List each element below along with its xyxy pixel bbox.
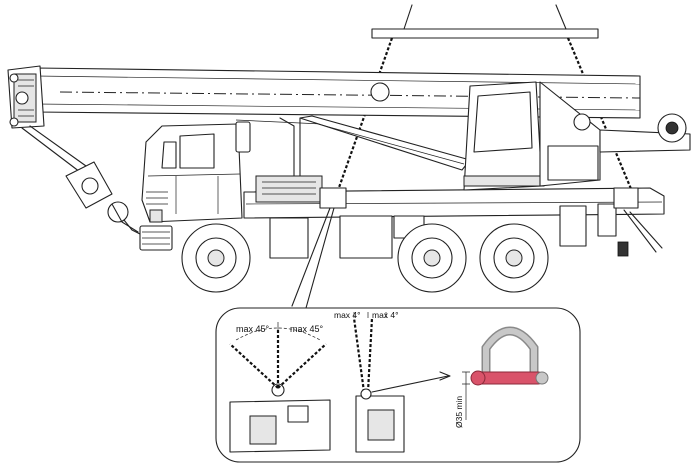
rear-wheel-2: [479, 223, 549, 293]
truck-cab: [139, 121, 251, 251]
side-view-attachment: [352, 312, 451, 453]
truck-chassis: [243, 175, 665, 259]
detail-inset: [215, 307, 581, 463]
side-angle-label-right: max 4°: [372, 310, 399, 320]
operator-cabin: [463, 81, 691, 191]
hook-block: [21, 125, 141, 235]
front-view-attachment: [229, 322, 331, 453]
angle-label-left: max 45°: [236, 324, 270, 334]
front-wheel: [181, 223, 251, 293]
shackle-illustration: [462, 326, 549, 420]
angle-label-right: max 45°: [290, 324, 324, 334]
spreader-beam: [371, 4, 599, 39]
detail-callout-lines: [291, 207, 335, 309]
rear-wheel-1: [397, 223, 467, 293]
pin-diameter-label: Ø35 min: [454, 396, 464, 428]
side-angle-label-left: max 4°: [334, 310, 361, 320]
